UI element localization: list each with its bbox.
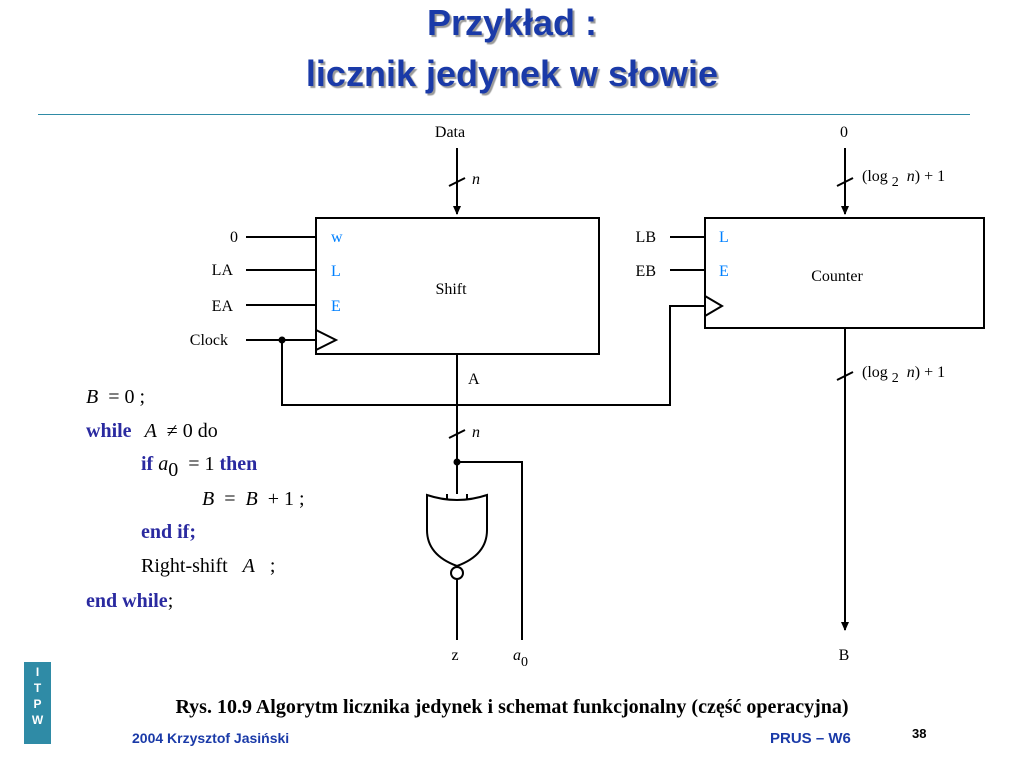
data-bus-slash (448, 177, 466, 187)
counter-clock-triangle (704, 295, 724, 317)
code-right-shift: Right-shift (141, 555, 228, 577)
keyword-then: then (219, 453, 258, 475)
a0-junction-dot (453, 458, 461, 466)
code-assign-b1: B (202, 488, 215, 510)
code-if-cond: = 1 (188, 453, 215, 475)
clock-label: Clock (190, 332, 228, 349)
counter-top-input-label: 0 (840, 124, 848, 141)
code-line-while: while A ≠ 0 do (86, 420, 218, 442)
counter-box (704, 217, 985, 329)
shift-port-e: E (331, 298, 341, 315)
code-var-a: A (144, 420, 157, 442)
counter-label: Counter (811, 268, 863, 285)
data-bus-width-label: n (472, 171, 480, 188)
counter-port-l: L (719, 229, 729, 246)
title-divider (38, 114, 970, 115)
shift-port-l: L (331, 263, 341, 280)
code-line-endif: end if; (141, 521, 196, 543)
counter-input-slash (836, 177, 854, 187)
keyword-end-if: end if; (141, 521, 196, 543)
footer-course: PRUS – W6 (770, 730, 851, 747)
nor-gate (426, 493, 488, 568)
itpw-logo: I T P W (24, 662, 51, 744)
keyword-do: do (197, 420, 218, 442)
shift-register-label: Shift (435, 281, 467, 298)
counter-input-eb-label: EB (636, 263, 656, 280)
footer-author: 2004 Krzysztof Jasiński (132, 730, 290, 746)
shift-register-box (315, 217, 600, 355)
shift-output-width-label: n (472, 424, 480, 441)
shift-output-label: A (468, 371, 480, 388)
code-line-assign: B = B + 1 ; (202, 488, 305, 510)
code-var-a0: a (158, 453, 169, 475)
figure-caption: Rys. 10.9 Algorytm licznika jedynek i sc… (175, 696, 849, 718)
code-line-shift: Right-shift A ; (141, 555, 275, 577)
z-output-label: z (451, 647, 458, 664)
counter-input-lb-label: LB (636, 229, 656, 246)
code-init-rest: = 0 ; (108, 386, 146, 408)
slide-title-line1: Przykład : (426, 2, 598, 43)
nor-inversion-bubble (450, 566, 464, 580)
logo-letter-t: T (33, 681, 42, 695)
code-while-cond: ≠ 0 (166, 420, 193, 442)
code-assign-b2: B (245, 488, 258, 510)
counter-port-e: E (719, 263, 729, 280)
data-label: Data (435, 124, 465, 141)
keyword-end-while: end while (86, 590, 168, 612)
logo-letter-w: W (31, 713, 44, 727)
shift-output-slash (448, 429, 466, 439)
footer-page-number: 38 (912, 726, 927, 741)
code-assign-rest: + 1 ; (267, 488, 305, 510)
a0-output-label: a0 (513, 647, 528, 670)
code-line-init: B = 0 ; (86, 386, 145, 408)
logo-letter-i: I (35, 665, 40, 679)
code-endwhile-semi: ; (167, 590, 174, 612)
shift-input-ea-label: EA (212, 298, 234, 315)
code-assign-eq: = (224, 488, 236, 510)
code-var-b: B (86, 386, 99, 408)
a0-tap-wire (457, 461, 523, 640)
clock-junction-dot (278, 336, 286, 344)
slide-title-line2: licznik jedynek w słowie (305, 53, 719, 94)
code-shift-semi: ; (269, 555, 276, 577)
shift-input-la-label: LA (212, 262, 234, 279)
shift-input-zero-label: 0 (230, 229, 238, 246)
code-var-a0-sub: 0 (168, 459, 179, 481)
counter-output-slash (836, 371, 854, 381)
code-line-endwhile: end while; (86, 590, 173, 612)
shift-clock-triangle (315, 329, 339, 351)
logo-letter-p: P (33, 697, 42, 711)
clock-distribution-wire (281, 305, 705, 406)
shift-port-w: w (331, 229, 343, 246)
keyword-if: if (141, 453, 154, 475)
counter-output-label: B (839, 647, 850, 664)
keyword-while: while (86, 420, 132, 442)
code-shift-var-a: A (242, 555, 255, 577)
code-line-if: if a0 = 1 then (141, 453, 258, 481)
